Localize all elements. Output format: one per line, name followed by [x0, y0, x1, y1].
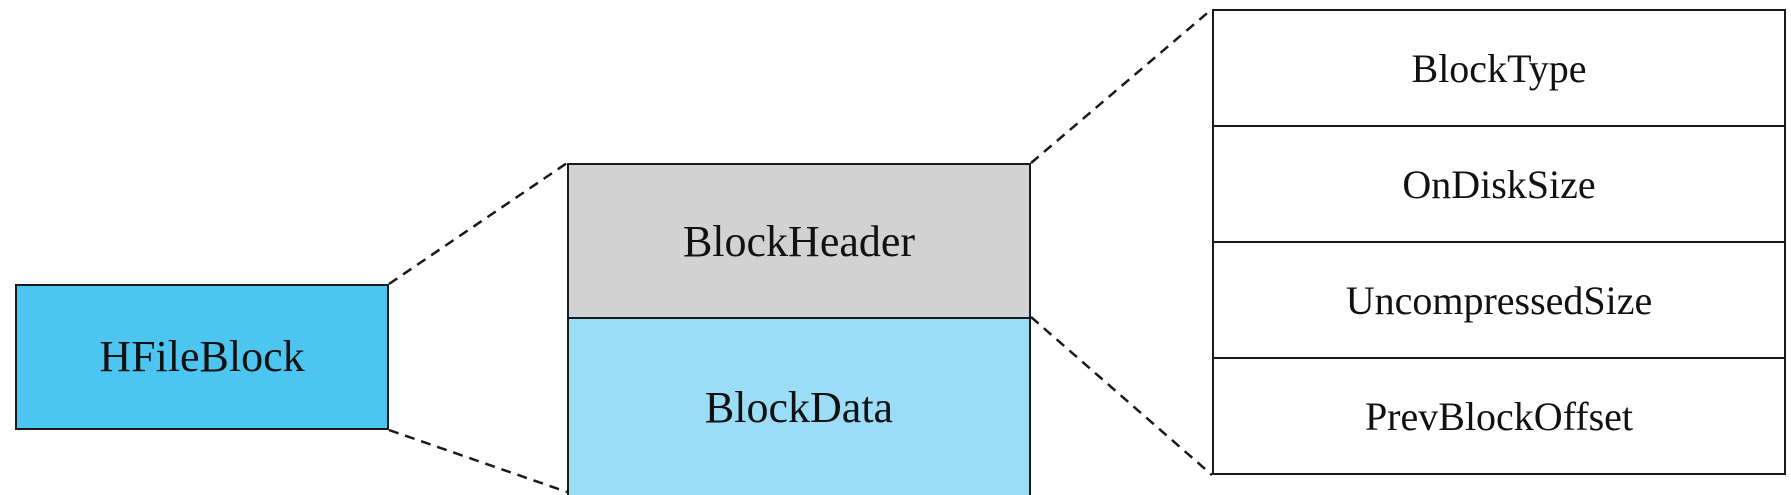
field-prev-block-offset: PrevBlockOffset [1214, 359, 1784, 473]
field-label: OnDiskSize [1402, 161, 1596, 207]
block-data-cell: BlockData [569, 319, 1029, 495]
header-fields-table: BlockType OnDiskSize UncompressedSize Pr… [1212, 9, 1786, 475]
block-header-label: BlockHeader [682, 216, 916, 266]
connector-hfile-bottom [388, 428, 568, 494]
hfileblock-label: HFileBlock [99, 332, 305, 381]
block-data-label: BlockData [704, 382, 894, 432]
block-header-cell: BlockHeader [569, 165, 1029, 319]
field-uncompressed-size: UncompressedSize [1214, 243, 1784, 359]
field-label: BlockType [1411, 45, 1587, 91]
connector-header-bottom [1030, 316, 1213, 476]
block-stack: BlockHeader BlockData [567, 163, 1031, 495]
connector-hfile-top [388, 161, 568, 286]
connector-header-top [1030, 8, 1213, 164]
field-block-type: BlockType [1214, 11, 1784, 127]
field-label: UncompressedSize [1345, 277, 1653, 323]
field-label: PrevBlockOffset [1364, 393, 1634, 439]
field-on-disk-size: OnDiskSize [1214, 127, 1784, 243]
hfileblock-box: HFileBlock [15, 284, 389, 430]
